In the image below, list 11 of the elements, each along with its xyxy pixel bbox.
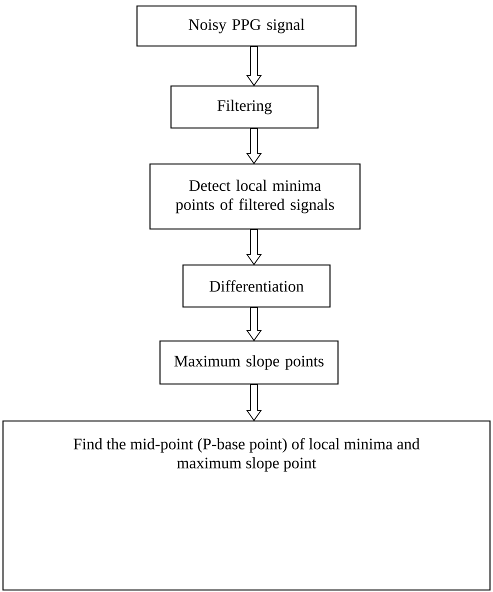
process-box: Differentiation — [182, 264, 331, 308]
arrow — [246, 307, 262, 342]
process-box: Maximum slope points — [159, 340, 339, 385]
arrow — [246, 229, 262, 266]
process-box: Noisy PPG signal — [136, 5, 357, 47]
process-box: Detect local minima points of filtered signals — [149, 163, 361, 230]
process-box: Find the mid-point (P-base point) of local minima and maximum slope point — [2, 420, 491, 591]
arrow — [246, 128, 262, 164]
process-box: Filtering — [170, 85, 319, 129]
arrow — [246, 384, 262, 422]
arrow — [246, 46, 262, 86]
